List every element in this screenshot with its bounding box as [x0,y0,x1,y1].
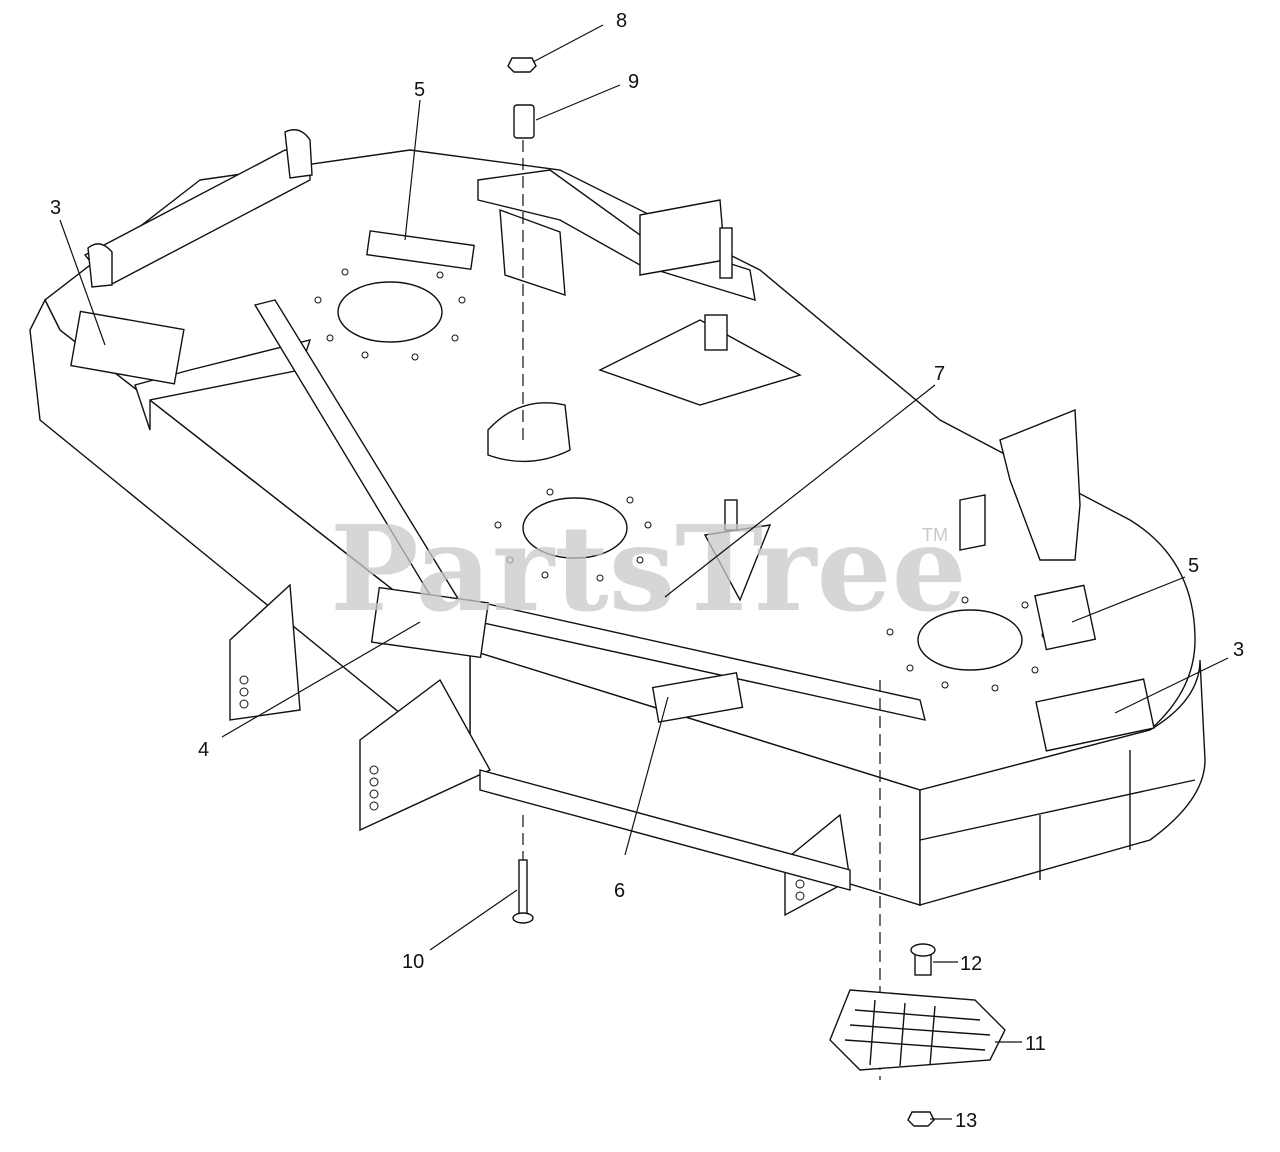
callout-label: 6 [614,880,625,902]
caster-bracket-left [229,583,301,721]
decal-3-right [1035,678,1155,752]
blade-opening-center [522,497,628,559]
callout-label: 7 [934,363,945,385]
callout-label: 13 [955,1110,977,1132]
callout-label: 5 [1188,555,1199,577]
callout-label: 8 [616,10,627,32]
decal-6 [651,671,744,723]
blade-opening-rear [337,281,443,343]
callout-label: 5 [414,79,425,101]
callout-label: 4 [198,739,209,761]
nut-8 [507,57,537,73]
callout-label: 12 [960,953,982,975]
decal-5-rear [366,230,475,271]
deck-skirt-right [919,659,1206,906]
callout-label: 9 [628,71,639,93]
callout-label: 3 [1233,639,1244,661]
callout-label: 3 [50,197,61,219]
watermark: PartsTree [330,499,967,638]
bolt-10 [518,859,528,916]
bolt-holes [314,268,1049,692]
decal-5-right [1034,584,1097,651]
callout-label: 11 [1025,1033,1046,1055]
leader-lines [59,24,1229,1120]
watermark-trademark: TM [922,525,948,545]
right-arm-bracket [999,408,1081,561]
spacer-9 [513,104,535,139]
nut-13 [907,1111,935,1127]
callout-label: 10 [402,951,424,973]
caster-bracket-center [359,678,491,832]
decal-4 [370,586,490,659]
blade-opening-right [917,609,1023,671]
